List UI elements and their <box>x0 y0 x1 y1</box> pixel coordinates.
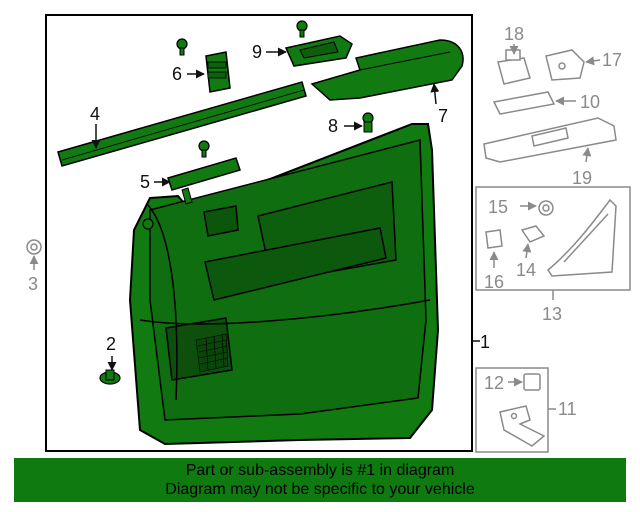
assembly-frame <box>45 14 473 452</box>
callout-18: 18 <box>504 24 524 44</box>
callout-6: 6 <box>172 64 182 84</box>
door-trim-panel[interactable] <box>128 123 440 446</box>
callout-1: 1 <box>480 332 490 352</box>
handle-bezel[interactable] <box>284 35 353 67</box>
fastener-screw[interactable] <box>176 38 188 56</box>
grey-part-16 <box>485 229 503 249</box>
info-banner: Part or sub-assembly is #1 in diagram Di… <box>14 458 626 502</box>
callout-14: 14 <box>516 260 536 280</box>
grey-part-10 <box>492 91 556 115</box>
grey-part-17 <box>545 49 585 81</box>
banner-line-2: Diagram may not be specific to your vehi… <box>165 481 475 498</box>
callout-19: 19 <box>572 168 592 188</box>
banner-line-1: Part or sub-assembly is #1 in diagram <box>185 462 455 479</box>
callout-8: 8 <box>328 116 338 136</box>
subgroup-box-11 <box>475 367 549 453</box>
grey-part-19 <box>483 117 617 163</box>
callout-17: 17 <box>602 50 622 70</box>
grey-trim-piece <box>547 198 617 277</box>
grey-part-14 <box>520 225 546 243</box>
grey-part-12 <box>523 373 541 391</box>
callout-5: 5 <box>140 172 150 192</box>
callout-3: 3 <box>28 274 38 294</box>
door-switch[interactable] <box>205 51 231 93</box>
callout-9: 9 <box>252 42 262 62</box>
speaker-grille <box>195 333 229 373</box>
fastener-screw[interactable] <box>198 140 210 158</box>
fastener-screw[interactable] <box>296 20 308 38</box>
callout-16: 16 <box>484 272 504 292</box>
callout-13: 13 <box>542 304 562 324</box>
fastener-clip-8[interactable] <box>362 112 374 133</box>
callout-11: 11 <box>558 399 577 419</box>
callout-2: 2 <box>106 334 116 354</box>
grey-part-18 <box>497 49 531 85</box>
callout-4: 4 <box>90 104 100 124</box>
callout-15: 15 <box>488 197 508 217</box>
grey-clip-3 <box>26 239 42 255</box>
grey-bracket-11 <box>499 405 546 447</box>
fastener-clip-2[interactable] <box>99 369 121 385</box>
callout-12: 12 <box>484 373 504 393</box>
callout-10: 10 <box>580 92 600 112</box>
grey-part-15 <box>538 200 554 216</box>
armrest[interactable] <box>310 39 464 101</box>
belt-weatherstrip[interactable] <box>57 81 307 167</box>
leader-lines <box>29 44 601 410</box>
callout-7: 7 <box>438 106 448 126</box>
